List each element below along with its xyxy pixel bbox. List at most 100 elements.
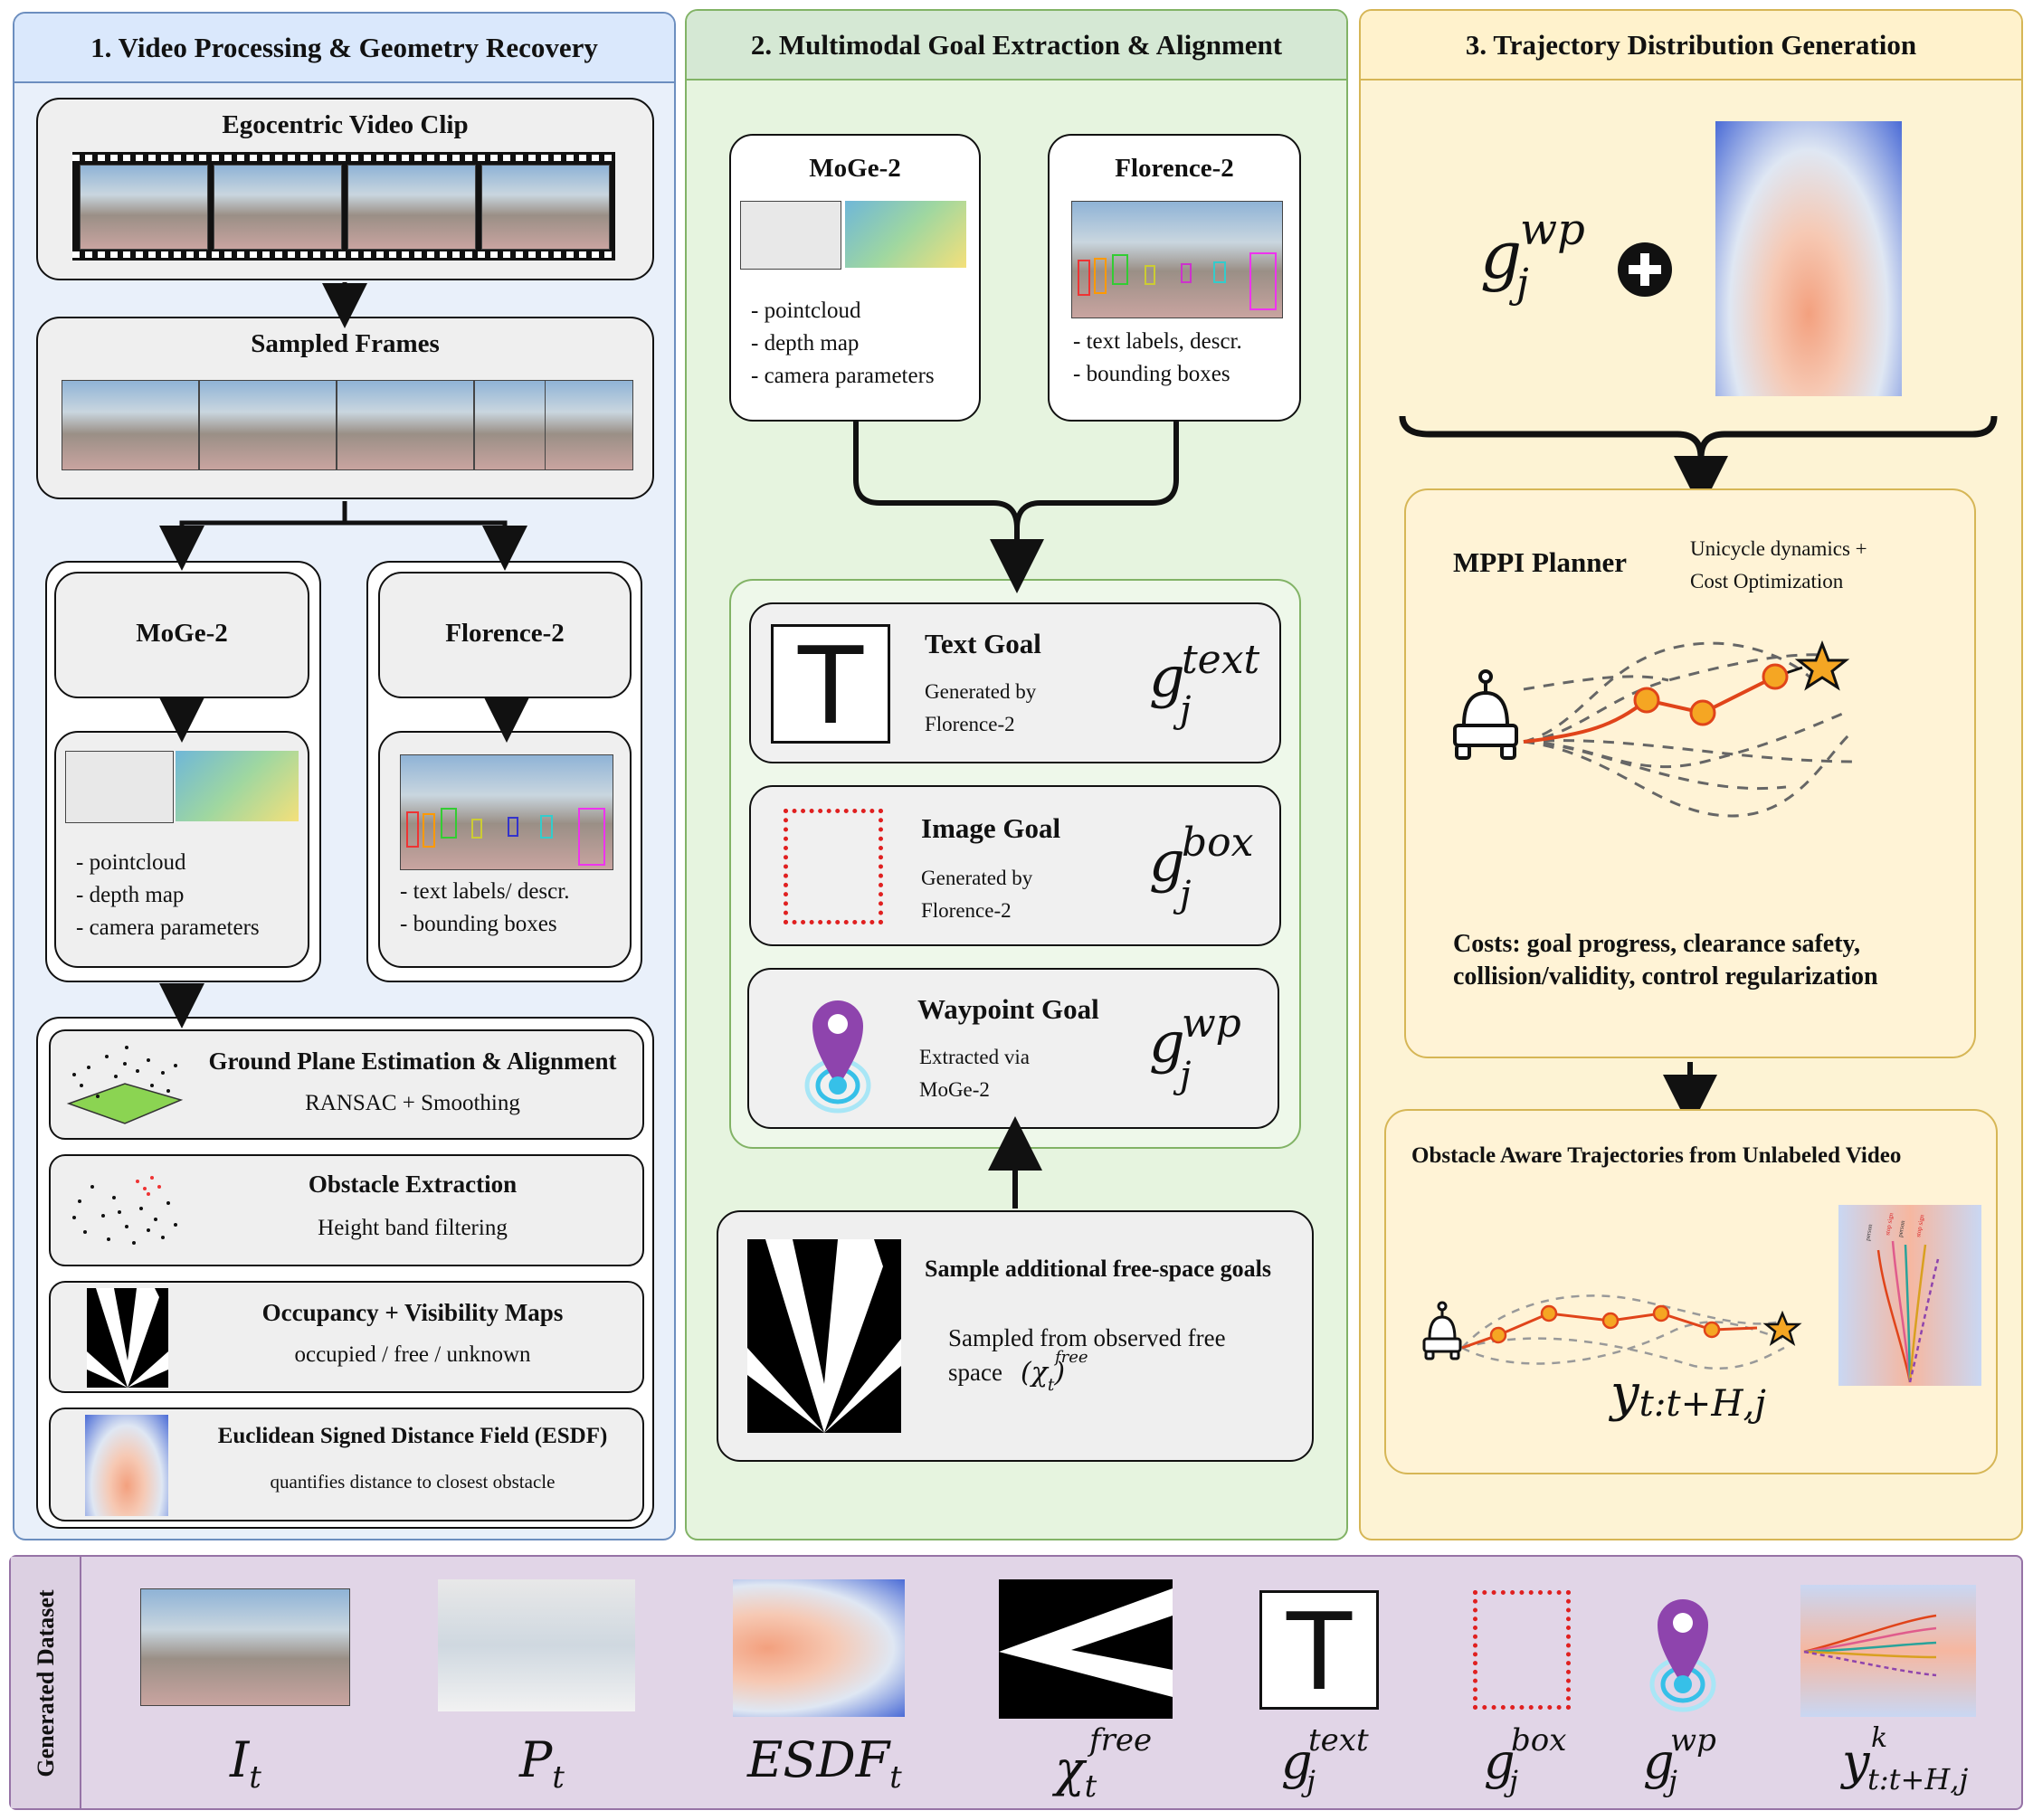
dataset-pointcloud-pt <box>438 1579 635 1711</box>
text-goal-sub-j: j <box>1180 689 1192 731</box>
panel1-arrows <box>159 282 529 1028</box>
moge-item: - depth map <box>76 883 185 907</box>
image-goal-sub: Generated by <box>921 867 1033 889</box>
ground-plane-title: Ground Plane Estimation & Alignment <box>208 1047 617 1075</box>
florence-item: - text labels/ descr. <box>400 879 570 904</box>
dataset-location-pin-icon <box>1649 1599 1716 1712</box>
dataset-sub: j <box>1509 1764 1518 1798</box>
free-space-sup: free <box>1055 1348 1088 1367</box>
dataset-free-space <box>999 1579 1173 1719</box>
mppi-to-result-arrow <box>1663 1062 1717 1129</box>
waypoint-goal-sub: MoGe-2 <box>919 1078 990 1101</box>
esdf-box: Euclidean Signed Distance Field (ESDF) q… <box>49 1408 644 1521</box>
mppi-costs: collision/validity, control regularizati… <box>1453 962 1878 991</box>
text-goal-title: Text Goal <box>925 628 1041 659</box>
moge2-title: MoGe-2 <box>809 154 901 183</box>
image-goal-sub-j: j <box>1180 874 1192 915</box>
panel2-title: 2. Multimodal Goal Extraction & Alignmen… <box>687 11 1346 81</box>
result-title: Obstacle Aware Trajectories from Unlabel… <box>1411 1143 1902 1168</box>
panel3-brace <box>1399 415 1998 510</box>
moge-title: MoGe-2 <box>136 619 228 648</box>
dataset-sup: box <box>1511 1722 1567 1758</box>
mppi-sub: Cost Optimization <box>1690 570 1844 592</box>
free-space-box: Sample additional free-space goals Sampl… <box>717 1210 1314 1462</box>
dataset-sup: text <box>1308 1722 1369 1758</box>
esdf-map-icon <box>85 1415 168 1516</box>
film-strip-icon <box>72 152 615 261</box>
text-goal-symbol: g <box>1149 644 1185 710</box>
moge2-item: - depth map <box>751 331 860 355</box>
dataset-sup: wp <box>1670 1722 1716 1758</box>
esdf-sub: quantifies distance to closest obstacle <box>270 1471 556 1493</box>
dataset-dotted-box-icon <box>1473 1590 1571 1710</box>
result-chart-image: person stop sign person stop sign <box>1838 1205 1981 1386</box>
mppi-box: MPPI Planner Unicycle dynamics + Cost Op… <box>1404 488 1976 1058</box>
free-space-symbol: (χt) <box>1021 1357 1066 1395</box>
occupancy-map-icon <box>87 1288 168 1388</box>
obstacle-extraction-title: Obstacle Extraction <box>308 1171 518 1198</box>
dataset-sub: j <box>1306 1764 1316 1798</box>
florence2-item: - text labels, descr. <box>1073 329 1242 354</box>
result-symbol: yt:t+H,j <box>1610 1364 1766 1425</box>
text-goal-box: T Text Goal Generated by Florence-2 g te… <box>749 602 1281 763</box>
free-space-title: Sample additional free-space goals <box>925 1256 1272 1282</box>
sampled-frames-title: Sampled Frames <box>251 329 440 358</box>
esdf-title: Euclidean Signed Distance Field (ESDF) <box>217 1424 608 1448</box>
dataset-label-strip <box>11 1557 81 1808</box>
moge-title-box: MoGe-2 <box>54 572 309 698</box>
image-goal-sub: Florence-2 <box>921 899 1012 922</box>
text-goal-sub: Generated by <box>925 680 1037 703</box>
detection-image <box>1071 201 1283 318</box>
moge2-item: - camera parameters <box>751 364 935 388</box>
moge-item: - camera parameters <box>76 915 260 940</box>
star-icon <box>1794 640 1850 691</box>
panel3-title: 3. Trajectory Distribution Generation <box>1361 11 2021 81</box>
florence2-item: - bounding boxes <box>1073 362 1230 386</box>
ground-plane-icon <box>66 1046 184 1124</box>
pointcloud-image <box>65 751 174 823</box>
obstacle-points-icon <box>72 1176 177 1245</box>
florence-item: - bounding boxes <box>400 912 557 936</box>
image-goal-sup: box <box>1182 820 1254 866</box>
esdf-map-image <box>1715 121 1902 396</box>
dataset-esdf <box>733 1579 905 1717</box>
free-space-map-icon <box>747 1239 901 1433</box>
ground-plane-box: Ground Plane Estimation & Alignment RANS… <box>49 1029 644 1140</box>
moge-item: - pointcloud <box>76 850 186 875</box>
depth-map-image <box>845 201 966 268</box>
obstacle-extraction-sub: Height band filtering <box>318 1216 508 1240</box>
pointcloud-image <box>740 201 841 270</box>
dataset-sup: free <box>1089 1722 1153 1758</box>
frame-image <box>62 380 199 470</box>
svg-text:stop sign: stop sign <box>1884 1212 1895 1237</box>
dataset-symbol: Pt <box>519 1731 565 1795</box>
location-pin-icon <box>804 1000 871 1114</box>
panel2-arrows <box>853 422 1179 1209</box>
occupancy-title: Occupancy + Visibility Maps <box>261 1299 564 1326</box>
dataset-label: Generated Dataset <box>33 1589 59 1777</box>
dotted-box-icon <box>784 809 883 924</box>
dataset-symbol: g <box>1281 1733 1313 1790</box>
wp-goal-symbol: g <box>1480 217 1523 293</box>
mppi-costs: Costs: goal progress, clearance safety, <box>1453 930 1860 958</box>
mppi-title: MPPI Planner <box>1453 546 1627 578</box>
waypoint-goal-title: Waypoint Goal <box>917 993 1099 1025</box>
frame-image <box>337 380 474 470</box>
text-goal-sub: Florence-2 <box>925 713 1015 735</box>
plus-circle-icon <box>1618 242 1672 297</box>
moge2-box: MoGe-2 - pointcloud - depth map - camera… <box>729 134 981 422</box>
occupancy-box: Occupancy + Visibility Maps occupied / f… <box>49 1281 644 1393</box>
frame-image <box>545 380 633 470</box>
sampled-frames-box: Sampled Frames <box>36 317 654 499</box>
waypoint-goal-sup: wp <box>1182 1000 1241 1047</box>
obstacle-extraction-box: Obstacle Extraction Height band filterin… <box>49 1154 644 1266</box>
video-clip-title: Egocentric Video Clip <box>222 110 469 139</box>
mppi-sub: Unicycle dynamics + <box>1690 537 1867 560</box>
waypoint-goal-box: Waypoint Goal Extracted via MoGe-2 g wp … <box>747 968 1279 1129</box>
dataset-symbol: y <box>1842 1733 1870 1790</box>
dataset-symbol: χt <box>1055 1740 1097 1804</box>
dataset-text-icon: T <box>1259 1589 1379 1714</box>
image-goal-symbol: g <box>1149 829 1185 895</box>
depth-map-image <box>176 751 299 821</box>
video-clip-box: Egocentric Video Clip <box>36 98 654 280</box>
